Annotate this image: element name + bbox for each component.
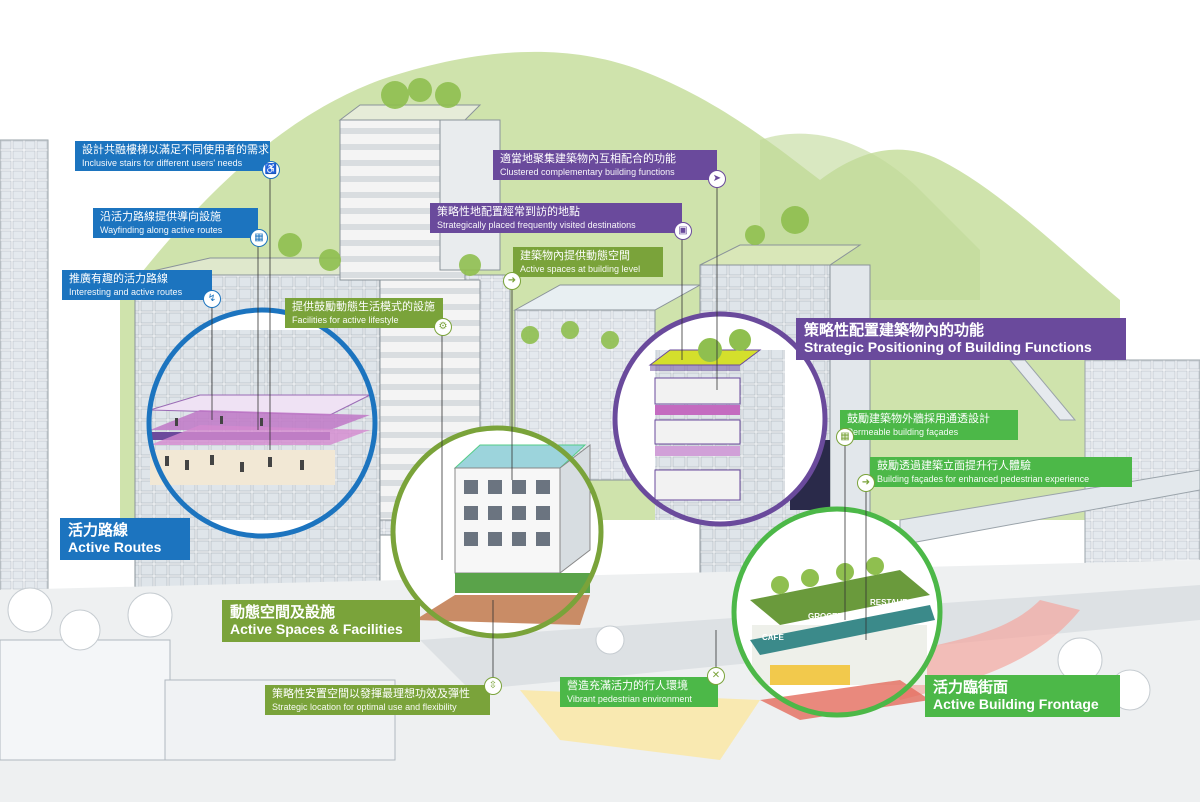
walking-icon: ➜ — [857, 474, 875, 492]
stairs-icon: ↯ — [203, 290, 221, 308]
active-frontage-circle: CAFE GROCERY RESTAURANT — [731, 506, 943, 720]
leader-lines — [211, 178, 867, 688]
active-spaces-circle — [390, 425, 604, 639]
strategic-positioning-circle — [612, 311, 828, 527]
utensils-icon: ✕ — [707, 667, 725, 685]
label-facades-pedestrian: 鼓勵透過建築立面提升行人體驗 Building façades for enha… — [870, 457, 1132, 487]
flexible-icon: ⇳ — [484, 677, 502, 695]
label-vibrant-environment: 營造充滿活力的行人環境 Vibrant pedestrian environme… — [560, 677, 718, 707]
grocery-sign: GROCERY — [808, 612, 849, 621]
label-strategic-destinations: 策略性地配置經常到訪的地點 Strategically placed frequ… — [430, 203, 682, 233]
walker-icon: ➜ — [503, 272, 521, 290]
label-facilities-lifestyle: 提供鼓勵動態生活模式的設施 Facilities for active life… — [285, 298, 443, 328]
bike-icon: ⚙ — [434, 318, 452, 336]
label-inclusive-stairs: 設計共融樓梯以滿足不同使用者的需求 Inclusive stairs for d… — [75, 141, 270, 171]
trees — [278, 78, 809, 349]
restaurant-sign: RESTAURANT — [870, 598, 925, 607]
theme-strategic-positioning: 策略性配置建築物內的功能 Strategic Positioning of Bu… — [796, 318, 1126, 360]
permeable-icon: ▦ — [836, 428, 854, 446]
phone-map-icon: ▦ — [250, 229, 268, 247]
label-interesting-routes: 推廣有趣的活力路線 Interesting and active routes — [62, 270, 212, 300]
wheelchair-icon: ♿ — [262, 161, 280, 179]
left-tower — [0, 139, 49, 601]
shop-icon: ▣ — [674, 222, 692, 240]
label-wayfinding: 沿活力路線提供導向設施 Wayfinding along active rout… — [93, 208, 258, 238]
runner-icon: ➤ — [708, 170, 726, 188]
cafe-sign: CAFE — [762, 633, 784, 642]
label-clustered-functions: 適當地聚集建築物內互相配合的功能 Clustered complementary… — [493, 150, 717, 180]
white-trees — [7, 587, 1151, 711]
theme-active-spaces: 動態空間及設施 Active Spaces & Facilities — [222, 600, 420, 642]
active-routes-circle — [146, 307, 378, 539]
theme-active-routes: 活力路線 Active Routes — [60, 518, 190, 560]
label-permeable-facades: 鼓勵建築物外牆採用通透設計 Permeable building façades — [840, 410, 1018, 440]
theme-active-frontage: 活力臨街面 Active Building Frontage — [925, 675, 1120, 717]
label-building-level-spaces: 建築物內提供動態空間 Active spaces at building lev… — [513, 247, 663, 277]
label-strategic-location: 策略性安置空間以發揮最理想功效及彈性 Strategic location fo… — [265, 685, 490, 715]
